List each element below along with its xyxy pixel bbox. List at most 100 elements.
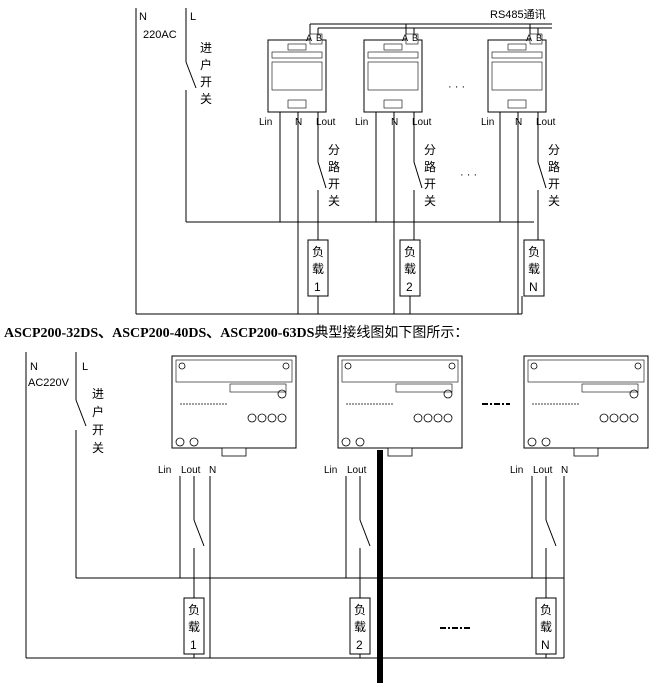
top-rs485-label: RS485通讯 — [490, 8, 546, 21]
top-n-label: N — [139, 11, 147, 23]
load-char-2: 载 — [540, 620, 552, 634]
module-lout-label: Lout — [316, 117, 336, 128]
branch-switch-blade — [537, 161, 547, 189]
branch-switch-blade — [317, 161, 327, 189]
module-ab-terminal — [309, 33, 323, 45]
module-lin-label: Lin — [481, 117, 494, 128]
module-terminal-screw — [527, 437, 537, 447]
module-lin-label: Lin — [158, 465, 171, 476]
load-char-2: 载 — [188, 620, 200, 634]
module-connector — [573, 447, 599, 457]
module-terminal-screw — [541, 437, 551, 447]
module-ab-terminal — [529, 33, 543, 45]
bottom-main-switch-char-4: 关 — [92, 441, 104, 455]
module-top-strip — [527, 359, 645, 383]
module-top-clip — [507, 43, 527, 51]
load-char-1: 负 — [312, 245, 324, 259]
load-char-3: N — [541, 638, 550, 652]
module-screw — [530, 362, 538, 370]
top-l-label: L — [190, 11, 196, 23]
top-module-ellipsis: · · · — [448, 81, 465, 93]
fan-icon — [277, 389, 287, 399]
fan-icon — [629, 389, 639, 399]
top-branch-ellipsis: · · · — [460, 169, 477, 181]
module-a-label: A — [526, 33, 532, 43]
module-terminal-screw — [355, 437, 365, 447]
load-char-2: 载 — [404, 262, 416, 276]
top-main-switch-blade — [185, 61, 197, 89]
module-a-label: A — [306, 33, 312, 43]
module-n-label: N — [561, 465, 568, 476]
top-main-switch-char-3: 开 — [200, 75, 212, 89]
module-body — [363, 39, 423, 113]
module-body — [523, 355, 649, 449]
branch-switch-blade — [413, 161, 423, 189]
module-bottom-clip — [507, 99, 527, 109]
module-terminal-screw — [189, 437, 199, 447]
module-lout-label: Lout — [181, 465, 201, 476]
module-lin-label: Lin — [259, 117, 272, 128]
module-connector — [387, 447, 413, 457]
module-lout-label: Lout — [536, 117, 556, 128]
bottom-module-1: Lin Lout N 负 载 1 — [158, 355, 297, 658]
load-char-1: 负 — [354, 603, 366, 617]
module-lin-label: Lin — [510, 465, 523, 476]
module-body — [337, 355, 463, 449]
module-button — [267, 413, 277, 423]
bottom-wiring-diagram: N L AC220V 进 户 开 关 — [25, 352, 649, 683]
module-screw — [178, 362, 186, 370]
fan-icon — [443, 389, 453, 399]
load-char-3: 1 — [314, 280, 321, 294]
module-upper-vent — [367, 51, 419, 59]
bottom-n-label: N — [30, 361, 38, 373]
module-button — [277, 413, 287, 423]
branch-switch-blade — [193, 519, 205, 547]
module-led-row — [581, 383, 639, 393]
module-bottom-clip — [383, 99, 403, 109]
caption-rest: 典型接线图如下图所示： — [314, 326, 469, 341]
module-b-label: B — [536, 33, 542, 43]
branch-switch-char-2: 路 — [328, 159, 340, 174]
module-lout-label: Lout — [533, 465, 553, 476]
bottom-main-switch-char-2: 户 — [92, 404, 104, 419]
load-char-1: 负 — [404, 245, 416, 259]
module-button — [413, 413, 423, 423]
module-bottom-clip — [287, 99, 307, 109]
branch-switch-char-1: 分 — [548, 143, 560, 157]
module-top-clip — [383, 43, 403, 51]
load-char-2: 载 — [354, 620, 366, 634]
top-main-switch-char-2: 户 — [200, 57, 212, 72]
module-button — [433, 413, 443, 423]
load-char-1: 负 — [540, 603, 552, 617]
module-n-label: N — [515, 117, 522, 128]
module-face-panel — [367, 61, 419, 91]
top-main-switch-char-4: 关 — [200, 92, 212, 106]
module-upper-vent — [271, 51, 323, 59]
module-connector — [221, 447, 247, 457]
module-screw — [448, 362, 456, 370]
branch-switch-char-1: 分 — [328, 143, 340, 157]
load-char-3: 2 — [356, 638, 363, 652]
module-face-panel — [491, 61, 543, 91]
module-top-strip — [341, 359, 459, 383]
module-lin-label: Lin — [355, 117, 368, 128]
load-char-2: 载 — [528, 262, 540, 276]
top-wiring-diagram: N L 220AC 进 户 开 关 RS485通讯 · · · · · · — [135, 8, 560, 315]
module-upper-vent — [491, 51, 543, 59]
module-top-strip — [175, 359, 293, 383]
branch-switch-char-3: 开 — [424, 177, 436, 191]
module-button — [619, 413, 629, 423]
module-lin-label: Lin — [324, 465, 337, 476]
branch-switch-char-4: 关 — [328, 194, 340, 208]
module-n-label: N — [209, 465, 216, 476]
module-screw — [344, 362, 352, 370]
load-char-3: 2 — [406, 280, 413, 294]
module-n-label: N — [295, 117, 302, 128]
branch-switch-char-2: 路 — [424, 159, 436, 174]
load-char-3: N — [529, 280, 538, 294]
load-char-2: 载 — [312, 262, 324, 276]
branch-switch-char-4: 关 — [548, 194, 560, 208]
module-b-label: B — [316, 33, 322, 43]
module-led-row — [395, 383, 453, 393]
